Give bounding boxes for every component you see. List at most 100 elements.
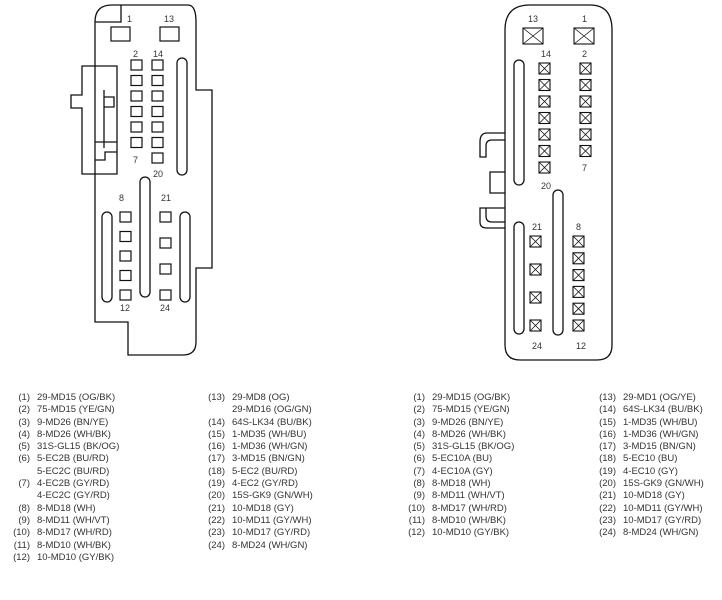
- pin-cavity: [159, 237, 172, 249]
- legend-circuit: 8-MD10 (WH/BK): [37, 539, 111, 551]
- connector-left-slot-right-lower: [179, 211, 191, 303]
- legend-pin-number: (14): [599, 404, 616, 416]
- terminal-x-mark: [538, 95, 551, 108]
- legend-pin-number: (12): [408, 527, 425, 539]
- pin-cavity: [151, 90, 164, 102]
- legend-circuit: 8-MD17 (WH/RD): [37, 527, 112, 539]
- legend-row: (24)8-MD24 (WH/GN): [588, 527, 704, 539]
- legend-row: (20)15S-GK9 (GN/WH): [197, 490, 313, 502]
- legend-pin-number: (4): [18, 428, 30, 440]
- legend-row: (1)29-MD15 (OG/BK): [397, 392, 514, 404]
- legend-row: (17)3-MD15 (BN/GN): [197, 453, 313, 465]
- legend-circuit: 29-MD8 (OG): [232, 392, 290, 403]
- legend-circuit: 10-MD17 (GY/RD): [232, 527, 311, 539]
- legend-row: 4-EC2C (GY/RD): [2, 490, 119, 502]
- legend-pin-number: (5): [413, 441, 425, 453]
- legend-circuit: 1-MD36 (WH/GN): [232, 441, 308, 453]
- legend-circuit: 8-MD24 (WH/GN): [623, 527, 699, 539]
- legend-row: (13)29-MD8 (OG): [197, 392, 313, 404]
- legend-circuit: 8-MD11 (WH/VT): [37, 514, 110, 526]
- connector-left-notch: [95, 5, 122, 23]
- legend-pin-number: (22): [599, 502, 616, 514]
- legend-pin-number: (21): [208, 502, 225, 514]
- legend-pin-number: (11): [408, 514, 425, 526]
- legend-pin-number: (8): [18, 502, 30, 514]
- legend-pin-number: (10): [13, 527, 30, 539]
- pin-label: 7: [133, 155, 138, 165]
- pin-cavity: [151, 152, 164, 164]
- legend-circuit: 64S-LK34 (BU/BK): [232, 416, 312, 428]
- legend-circuit: 31S-GL15 (BK/OG): [432, 441, 515, 453]
- legend-circuit: 1-MD36 (WH/GN): [623, 428, 699, 440]
- terminal-x-mark: [538, 112, 551, 124]
- connector-left-diagram: 1 13 2 14 7 20 8 21 12 24: [70, 4, 213, 356]
- pin-label: 20: [153, 169, 163, 179]
- legend-circuit: 4-EC2B (GY/RD): [37, 478, 110, 490]
- pin-cavity: [130, 74, 143, 87]
- legend-row: (21) 10-MD18 (GY): [197, 503, 313, 515]
- terminal-x-mark: [579, 79, 592, 91]
- legend-circuit: 5-EC2C (BU/RD): [37, 465, 110, 477]
- terminal-x-mark: [572, 302, 585, 315]
- legend-row: (17)3-MD15 (BN/GN): [588, 441, 704, 453]
- legend-circuit: 15S-GK9 (GN/WH): [623, 478, 704, 490]
- legend-circuit: 3-MD15 (BN/GN): [232, 453, 305, 465]
- pin-label: 8: [119, 193, 124, 203]
- pin-label: 12: [576, 341, 586, 351]
- terminal-x-mark: [579, 128, 592, 141]
- pin-cavity: [130, 121, 143, 133]
- legend-row: (1)29-MD15 (OG/BK): [2, 392, 119, 404]
- legend-row: 29-MD16 (OG/GN): [197, 404, 313, 416]
- pin-label: 20: [541, 181, 551, 191]
- terminal-x-mark: [538, 128, 551, 141]
- legend-pin-number: (7): [413, 465, 425, 477]
- terminal-x-mark: [572, 286, 585, 298]
- legend-row: (9)8-MD11 (WH/VT): [2, 515, 119, 527]
- legend-circuit: 29-MD1 (OG/YE): [623, 392, 696, 403]
- legend-circuit: 8-MD17 (WH/RD): [432, 502, 507, 514]
- legend-row: (9) 8-MD11 (WH/VT): [397, 490, 514, 502]
- terminal-x-mark: [572, 252, 585, 265]
- legend-row: (4)8-MD26 (WH/BK): [2, 429, 119, 441]
- connector-left-slot-left-lower: [101, 211, 113, 303]
- legend-row: (18)5-EC10 (BU): [588, 453, 704, 465]
- legend-pin-number: (16): [208, 441, 225, 453]
- legend-circuit: 4-EC2 (GY/RD): [232, 478, 298, 490]
- legend-pin-number: (14): [208, 416, 225, 428]
- pin-label: 2: [582, 49, 587, 59]
- legend-pin-number: (11): [13, 539, 30, 551]
- legend-pin-number: (12): [13, 551, 30, 563]
- legend-row: (12) 10-MD10 (GY/BK): [2, 552, 119, 564]
- legend-row: (24)8-MD24 (WH/GN): [197, 540, 313, 552]
- legend-row: (6)5-EC10A (BU): [397, 453, 514, 465]
- legend-row: (7)4-EC10A (GY): [397, 466, 514, 478]
- legend-row: (14) 64S-LK34 (BU/BK): [197, 417, 313, 429]
- legend-pin-number: (22): [208, 514, 225, 526]
- terminal-x-mark: [538, 62, 551, 75]
- legend-pin-number: (9): [413, 490, 425, 502]
- legend-pin-number: (2): [413, 404, 425, 416]
- pin-label: 7: [582, 163, 587, 173]
- pin-cavity: [119, 250, 132, 262]
- legend-row: (10) 8-MD17 (WH/RD): [2, 527, 119, 539]
- pin-label: 1: [127, 14, 132, 24]
- legend-row: (7)4-EC2B (GY/RD): [2, 478, 119, 490]
- legend-right-pins-13-24: (13)29-MD1 (OG/YE)(14)64S-LK34 (BU/BK)(1…: [588, 392, 704, 540]
- pin-cavity: [159, 263, 172, 275]
- connector-right-body: [504, 4, 613, 361]
- pin-cavity: [130, 105, 143, 118]
- legend-circuit: 64S-LK34 (BU/BK): [623, 404, 703, 416]
- legend-row: (19)4-EC10 (GY): [588, 466, 704, 478]
- legend-row: (11) 8-MD10 (WH/BK): [2, 540, 119, 552]
- pin-label: 24: [160, 303, 170, 313]
- pin-label: 2: [133, 49, 138, 59]
- legend-circuit: 29-MD15 (OG/BK): [37, 392, 116, 403]
- legend-row: (13)29-MD1 (OG/YE): [588, 392, 704, 404]
- legend-circuit: 8-MD11 (WH/VT): [432, 490, 505, 502]
- legend-row: (3)9-MD26 (BN/YE): [397, 417, 514, 429]
- legend-pin-number: (18): [599, 453, 616, 465]
- legend-circuit: 10-MD10 (GY/BK): [37, 551, 115, 563]
- terminal-x-mark: [572, 319, 585, 332]
- legend-circuit: 10-MD18 (GY): [232, 502, 294, 514]
- legend-row: (14) 64S-LK34 (BU/BK): [588, 404, 704, 416]
